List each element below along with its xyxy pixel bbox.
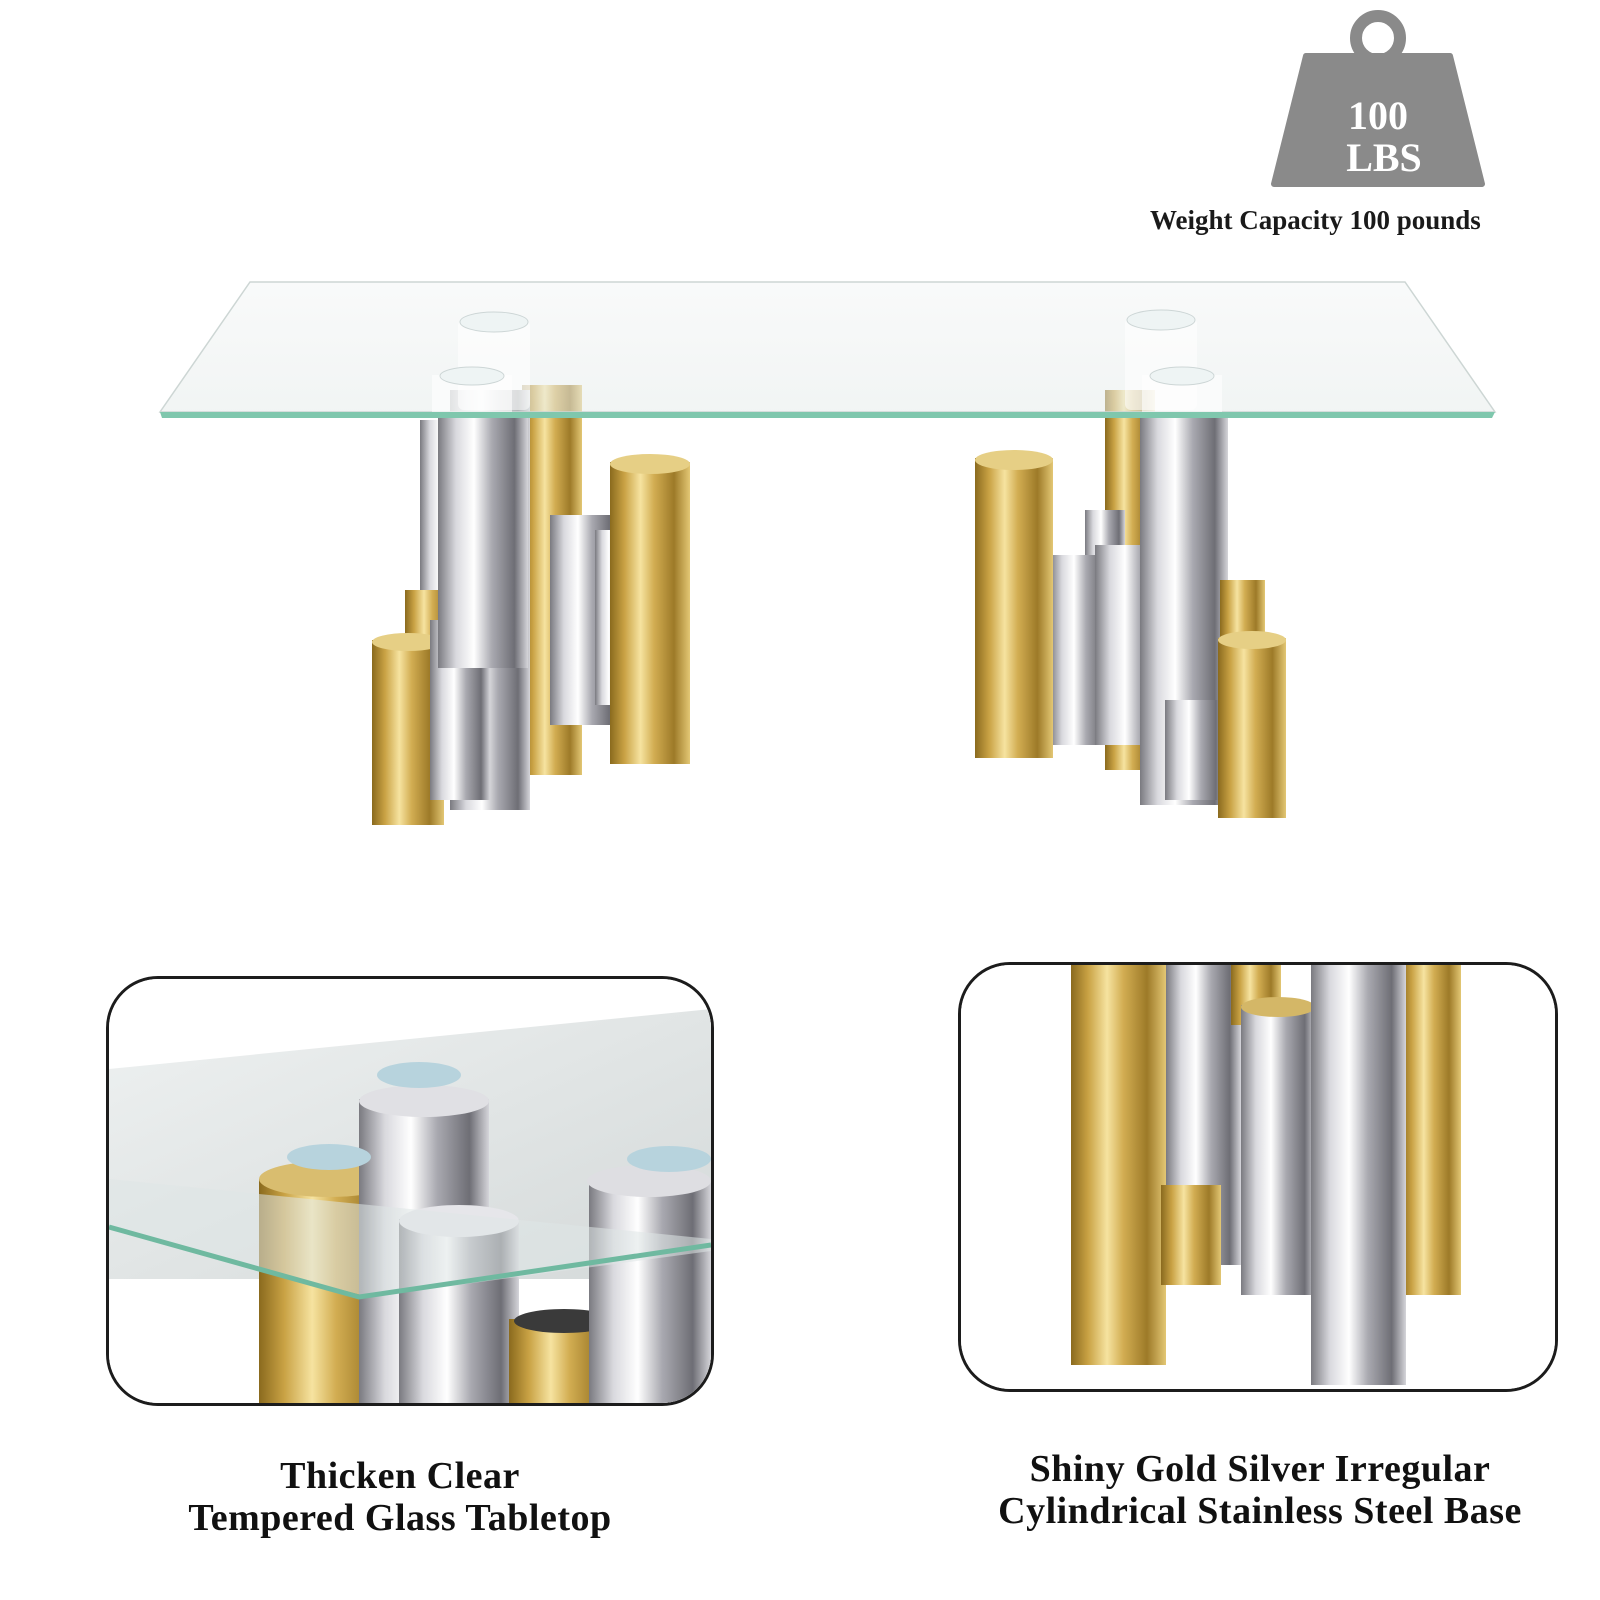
weight-icon: [1271, 10, 1485, 187]
weight-value: 100: [1348, 93, 1408, 138]
base-detail-panel: [958, 962, 1558, 1392]
glass-feature-line2: Tempered Glass Tabletop: [188, 1497, 612, 1539]
glass-tabletop: [158, 281, 1497, 418]
glass-feature-caption: Thicken Clear Tempered Glass Tabletop: [80, 1455, 720, 1539]
left-pedestal: [372, 385, 690, 825]
base-feature-line1: Shiny Gold Silver Irregular: [1029, 1448, 1491, 1490]
weight-unit: LBS: [1346, 135, 1422, 180]
glass-feature-line1: Thicken Clear: [280, 1455, 520, 1497]
glass-detail-panel: [106, 976, 714, 1406]
table-product-image: [150, 280, 1500, 840]
weight-capacity-caption: Weight Capacity 100 pounds: [1150, 205, 1481, 235]
base-feature-caption: Shiny Gold Silver Irregular Cylindrical …: [940, 1448, 1580, 1532]
right-pedestal: [975, 390, 1286, 818]
weight-badge: 100 LBS: [1268, 8, 1488, 188]
base-feature-line2: Cylindrical Stainless Steel Base: [998, 1490, 1522, 1532]
